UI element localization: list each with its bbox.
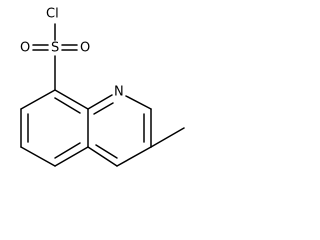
oxygen-right-label: O — [80, 41, 90, 56]
c8a-c8-inner-bond — [54, 97, 81, 114]
n-c2-bond — [125, 95, 152, 110]
c4-c4a-inner-bond — [95, 144, 118, 159]
oxygen-left-label: O — [20, 41, 30, 56]
chlorine-label: Cl — [46, 7, 59, 22]
c5-c4a-bond — [54, 146, 89, 167]
c3-c4-bond — [116, 146, 152, 167]
c8a-c8-bond — [54, 89, 89, 110]
c6-c5-bond — [20, 146, 56, 167]
c3-methyl-bond — [150, 127, 185, 148]
c8-c7-bond — [20, 89, 56, 110]
c8a-n-bond — [87, 94, 113, 110]
quinoline-sulfonyl-chloride-structure: Cl S O O N — [20, 7, 185, 167]
n-c8a-inner-bond — [93, 102, 114, 115]
c4-c4a-bond — [87, 146, 118, 167]
nitrogen-label: N — [114, 85, 124, 100]
c5-c4a-inner-bond — [54, 142, 81, 159]
sulfur-label: S — [51, 41, 59, 56]
